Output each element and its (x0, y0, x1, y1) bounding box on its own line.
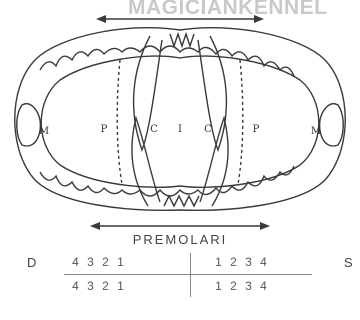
region-label-left-premolar: P (101, 124, 108, 135)
formula-digit: 3 (83, 255, 98, 269)
region-label-right-canine: C (204, 124, 212, 135)
formula-side-left: D (27, 255, 36, 270)
formula-digit: 3 (83, 279, 98, 293)
formula-digit: 4 (68, 255, 83, 269)
left-premolar-divider (117, 60, 122, 184)
formula-digit: 4 (256, 279, 271, 293)
formula-digit: 2 (226, 279, 241, 293)
watermark-text: MAGICIANKENNEL (128, 0, 360, 20)
formula-digit: 1 (211, 279, 226, 293)
right-upper-canine (198, 36, 226, 150)
formula-digit: 3 (241, 255, 256, 269)
inner-arch-outline (41, 56, 319, 187)
region-label-incisor: I (178, 124, 182, 135)
upper-incisors (170, 34, 194, 46)
formula-digit: 3 (241, 279, 256, 293)
outer-jaw-outline (15, 28, 346, 211)
dental-arch-diagram: M P C I C P M MAGICIANKENNEL (0, 0, 360, 238)
dental-arch-drawing: M P C I C P M (0, 0, 360, 238)
formula-digit: 2 (226, 255, 241, 269)
region-label-left-molar: M (39, 126, 49, 137)
lower-arrow-right-head (260, 222, 270, 230)
formula-digit: 4 (68, 279, 83, 293)
formula-digit: 1 (211, 255, 226, 269)
formula-digit: 2 (98, 255, 113, 269)
lower-incisors (164, 196, 199, 206)
formula-side-right: S (344, 255, 353, 270)
left-molar-outline (17, 104, 41, 146)
upper-arrow-left-head (96, 15, 106, 23)
formula-digit: 1 (113, 255, 128, 269)
formula-horizontal-divider (64, 274, 312, 275)
formula-digit: 4 (256, 255, 271, 269)
caption-premolari: PREMOLARI (0, 232, 360, 247)
region-label-right-premolar: P (253, 124, 260, 135)
formula-vertical-divider (190, 253, 191, 297)
formula-digit: 2 (98, 279, 113, 293)
region-label-right-molar: M (311, 126, 321, 137)
right-molar-outline (320, 104, 344, 146)
upper-teeth-row (40, 46, 294, 76)
region-label-left-canine: C (150, 124, 158, 135)
lower-arrow-left-head (90, 222, 100, 230)
right-premolar-divider (238, 60, 243, 184)
formula-digit: 1 (113, 279, 128, 293)
